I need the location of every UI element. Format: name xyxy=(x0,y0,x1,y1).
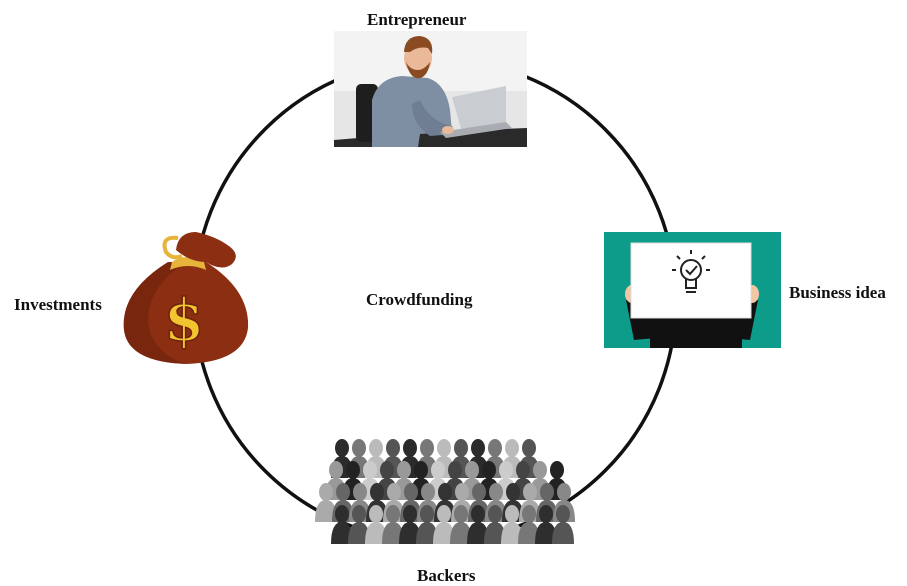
person-silhouette-body xyxy=(348,522,370,544)
person-silhouette-head xyxy=(471,505,485,523)
person-silhouette-body xyxy=(450,522,472,544)
person-silhouette-head xyxy=(404,483,418,501)
person-silhouette-body xyxy=(416,522,438,544)
person-silhouette-head xyxy=(540,483,554,501)
money-bag-image: $ xyxy=(123,232,249,364)
person-silhouette-head xyxy=(352,439,366,457)
person-silhouette-head xyxy=(516,461,530,479)
person-silhouette-body xyxy=(552,522,574,544)
person-silhouette-head xyxy=(363,461,377,479)
person-silhouette-body xyxy=(467,522,489,544)
person-silhouette-body xyxy=(484,522,506,544)
person-silhouette-head xyxy=(448,461,462,479)
person-silhouette-head xyxy=(386,505,400,523)
person-silhouette-head xyxy=(369,439,383,457)
person-silhouette-head xyxy=(387,483,401,501)
person-silhouette-head xyxy=(523,483,537,501)
person-silhouette-head xyxy=(488,439,502,457)
node-label-investments: Investments xyxy=(14,295,102,314)
person-silhouette-head xyxy=(471,439,485,457)
person-silhouette-head xyxy=(370,483,384,501)
person-silhouette-head xyxy=(319,483,333,501)
person-silhouette-head xyxy=(346,461,360,479)
person-silhouette-head xyxy=(335,439,349,457)
business-idea-image xyxy=(604,232,781,348)
person-silhouette-head xyxy=(506,483,520,501)
person-silhouette-head xyxy=(437,505,451,523)
person-silhouette-head xyxy=(488,505,502,523)
person-silhouette-head xyxy=(454,439,468,457)
person-silhouette-body xyxy=(501,522,523,544)
person-silhouette-head xyxy=(472,483,486,501)
person-silhouette-body xyxy=(315,500,337,522)
person-silhouette-head xyxy=(352,505,366,523)
person-silhouette-head xyxy=(522,505,536,523)
person-silhouette-head xyxy=(336,483,350,501)
person-silhouette-head xyxy=(539,505,553,523)
node-label-backers: Backers xyxy=(417,566,476,585)
person-silhouette-head xyxy=(454,505,468,523)
center-label-crowdfunding: Crowdfunding xyxy=(366,290,473,309)
person-silhouette-body xyxy=(331,522,353,544)
person-silhouette-body xyxy=(535,522,557,544)
svg-text:$: $ xyxy=(164,286,204,354)
backers-crowd-image xyxy=(315,439,575,544)
person-silhouette-head xyxy=(369,505,383,523)
person-silhouette-head xyxy=(421,483,435,501)
person-silhouette-body xyxy=(382,522,404,544)
person-silhouette-head xyxy=(533,461,547,479)
person-silhouette-head xyxy=(335,505,349,523)
person-silhouette-head xyxy=(431,461,445,479)
person-silhouette-head xyxy=(353,483,367,501)
person-silhouette-body xyxy=(365,522,387,544)
person-silhouette-head xyxy=(403,439,417,457)
node-label-business-idea: Business idea xyxy=(789,283,886,302)
person-silhouette-head xyxy=(505,439,519,457)
person-silhouette-head xyxy=(437,439,451,457)
person-silhouette-body xyxy=(399,522,421,544)
person-silhouette-head xyxy=(438,483,452,501)
person-silhouette-head xyxy=(397,461,411,479)
person-silhouette-head xyxy=(403,505,417,523)
person-silhouette-head xyxy=(522,439,536,457)
node-label-entrepreneur: Entrepreneur xyxy=(367,10,467,29)
person-silhouette-head xyxy=(505,505,519,523)
entrepreneur-image xyxy=(334,31,527,147)
person-silhouette-head xyxy=(386,439,400,457)
person-silhouette-head xyxy=(329,461,343,479)
person-silhouette-head xyxy=(455,483,469,501)
person-silhouette-head xyxy=(499,461,513,479)
person-silhouette-head xyxy=(420,505,434,523)
person-silhouette-body xyxy=(433,522,455,544)
person-silhouette-head xyxy=(482,461,496,479)
person-silhouette-head xyxy=(557,483,571,501)
lightbulb-icon xyxy=(672,250,710,293)
person-silhouette-head xyxy=(556,505,570,523)
person-silhouette-head xyxy=(414,461,428,479)
person-silhouette-head xyxy=(380,461,394,479)
person-silhouette-head xyxy=(489,483,503,501)
person-silhouette-head xyxy=(465,461,479,479)
person-silhouette-body xyxy=(518,522,540,544)
person-silhouette-head xyxy=(550,461,564,479)
person-silhouette-head xyxy=(420,439,434,457)
